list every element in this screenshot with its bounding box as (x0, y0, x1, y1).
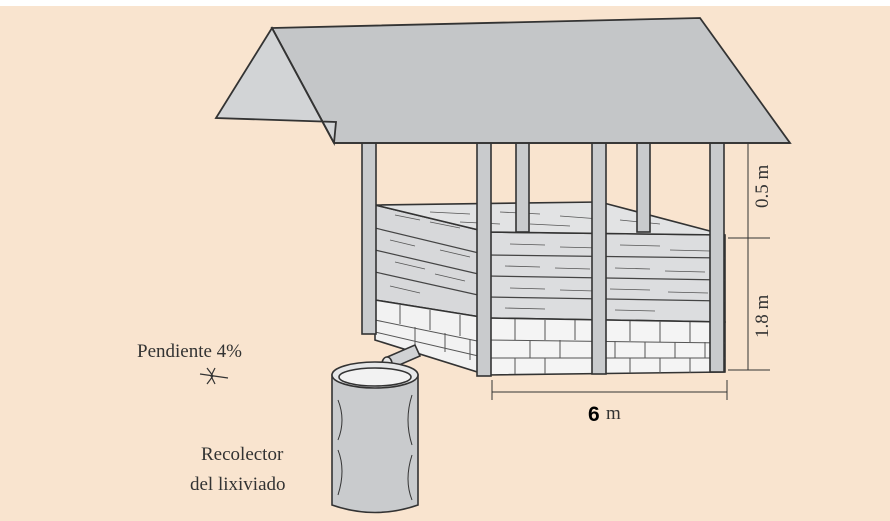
post-front-right (709, 141, 725, 373)
slope-symbol-icon (199, 367, 229, 385)
height-top-label: 0.5 m (752, 165, 773, 209)
dimension-lines (491, 142, 770, 400)
post-back-middle (515, 141, 530, 233)
support-posts (361, 141, 725, 377)
slope-label: Pendiente 4% (137, 341, 242, 362)
bin-structure (374, 201, 726, 377)
wood-board-lines (374, 211, 726, 312)
post-back-right (636, 141, 651, 233)
roof-panel (270, 17, 792, 144)
post-front-left (476, 141, 492, 377)
barrel-body (331, 374, 419, 514)
width-unit-label: m (606, 403, 621, 424)
top-border (0, 0, 890, 6)
collector-label-line2: del lixiviado (190, 474, 286, 495)
collector-label-line1: Recolector (201, 444, 284, 465)
roof (214, 17, 792, 147)
height-bottom-label: 1.8 m (752, 295, 773, 339)
leachate-collector (331, 343, 422, 514)
width-number-label: 6 (588, 403, 600, 426)
post-front-middle (591, 141, 607, 375)
post-back-left (361, 141, 377, 335)
